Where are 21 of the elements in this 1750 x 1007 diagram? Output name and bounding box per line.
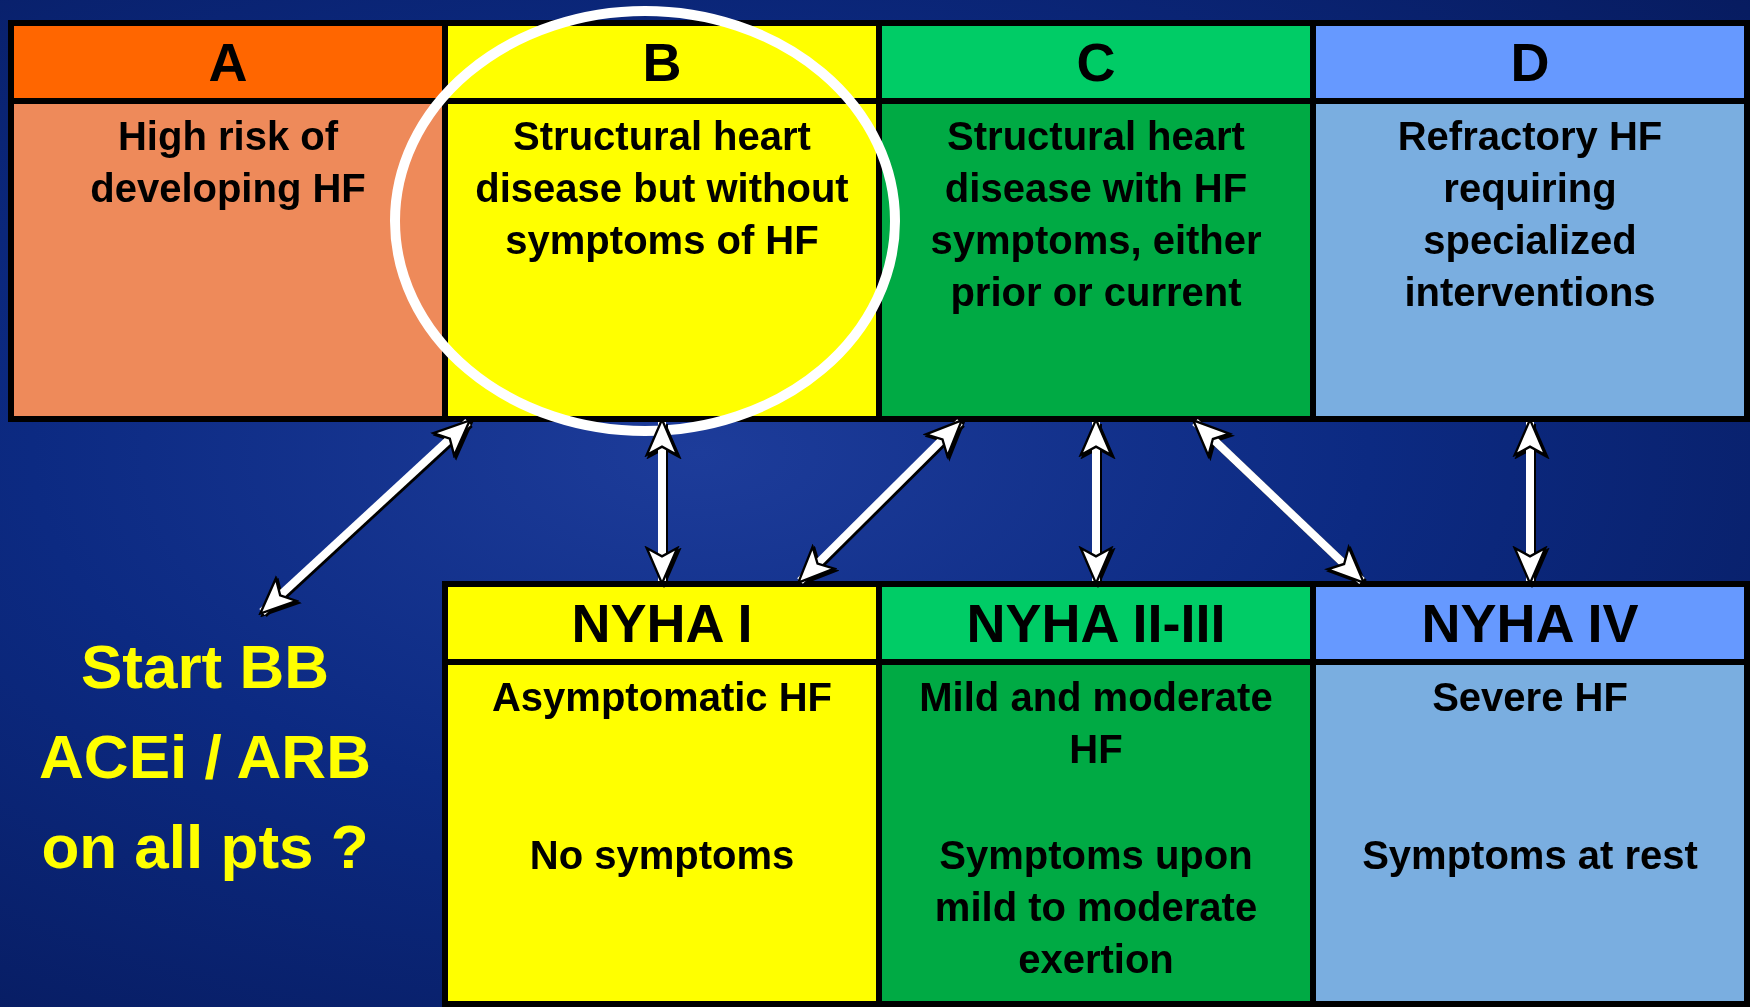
description: Refractory HF requiring specialized interventions: [1396, 113, 1664, 316]
double-arrow: [259, 419, 471, 615]
double-arrow: [797, 419, 963, 584]
heading: NYHA I: [571, 596, 753, 650]
description: No symptoms: [529, 832, 795, 879]
heading: D: [1510, 35, 1550, 89]
double-arrow: [1192, 419, 1365, 584]
description: Structural heart disease with HF symptoms, either prior or current: [929, 113, 1263, 316]
description: Asymptomatic HF: [491, 674, 833, 721]
description: Mild and moderate HF: [918, 674, 1274, 773]
heading: NYHA IV: [1421, 596, 1639, 650]
heading: NYHA II-III: [966, 596, 1226, 650]
description: High risk of developing HF: [89, 113, 367, 212]
heading: B: [642, 35, 682, 89]
description: Severe HF: [1432, 674, 1628, 721]
recommendation-text: Start BB ACEi / ARB on all pts ?: [38, 631, 372, 883]
description: Symptoms upon mild to moderate exertion: [933, 832, 1259, 983]
heading: C: [1076, 35, 1116, 89]
description: Structural heart disease but without symptoms of HF: [474, 113, 850, 264]
heading: A: [208, 35, 248, 89]
description: Symptoms at rest: [1362, 832, 1698, 879]
